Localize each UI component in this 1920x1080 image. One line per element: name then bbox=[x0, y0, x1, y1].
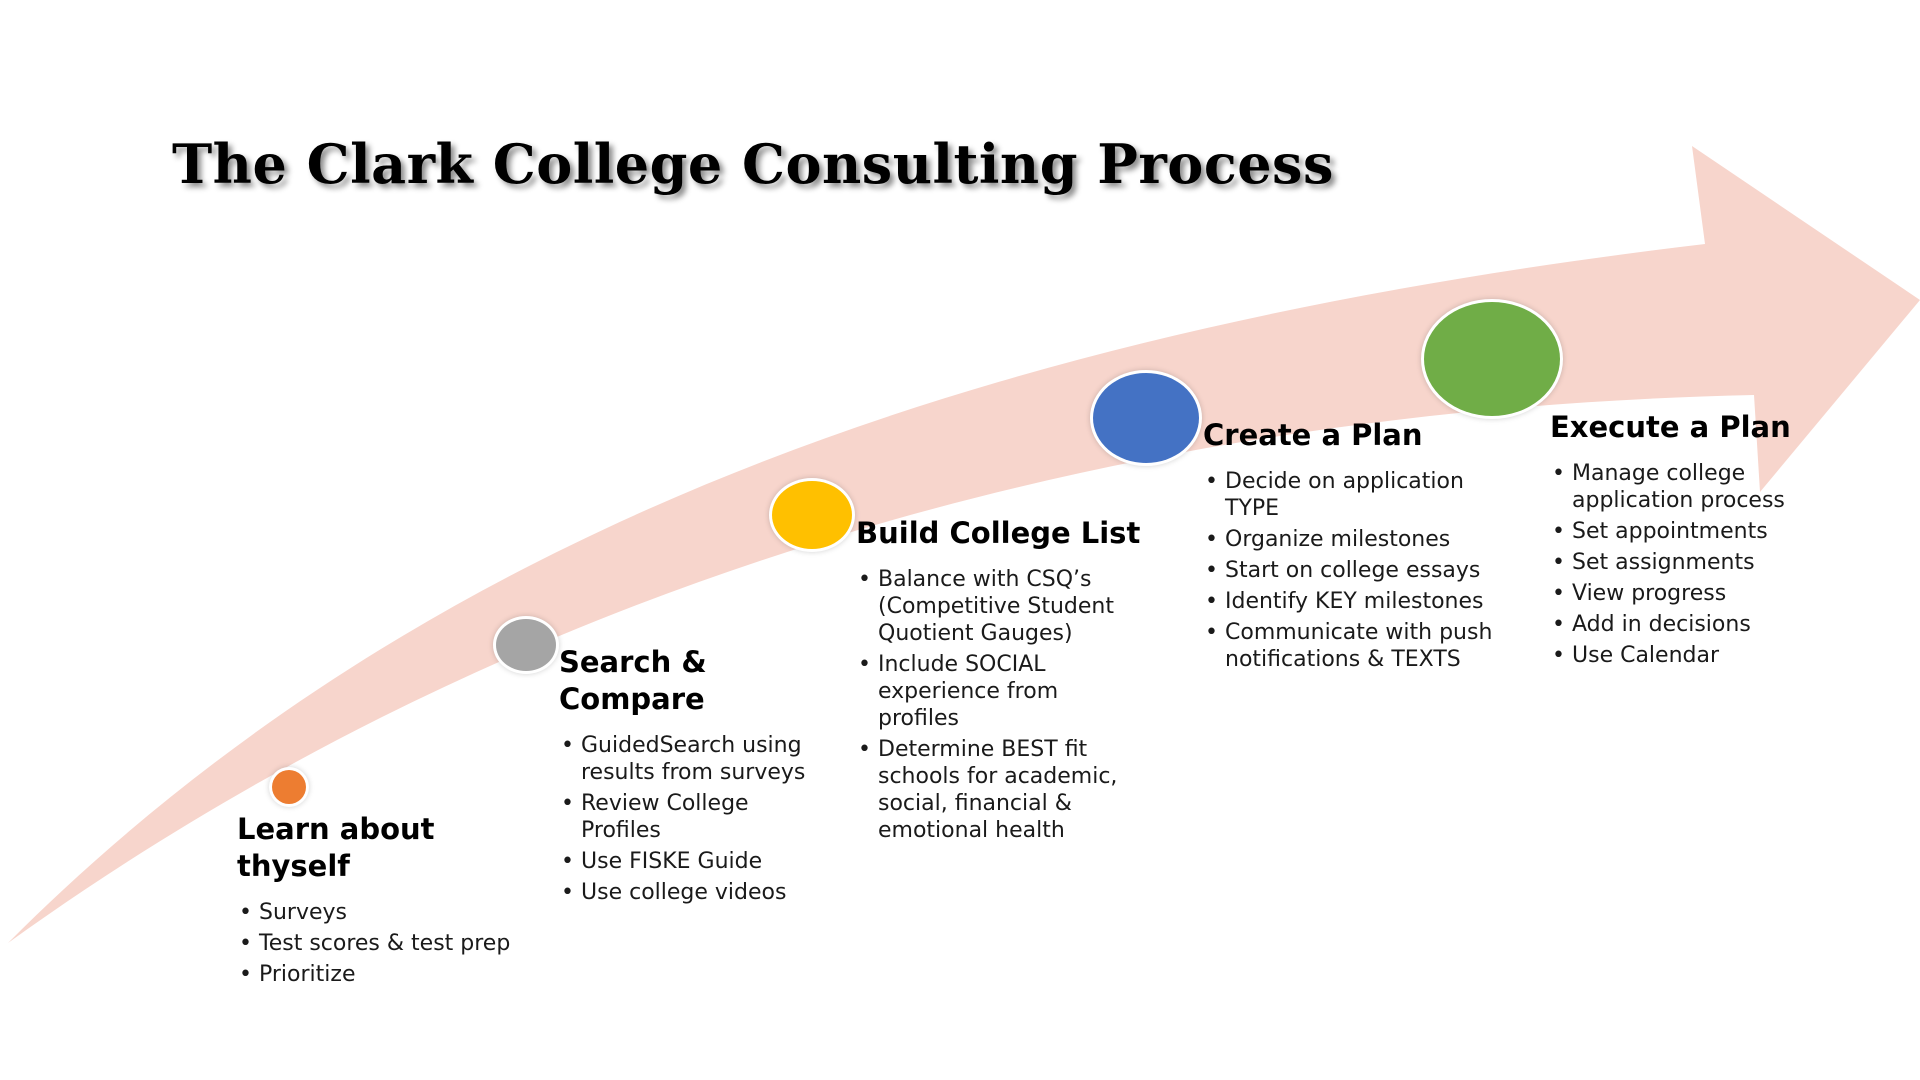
list-item: Balance with CSQ’s (Competitive Student … bbox=[856, 566, 1146, 647]
step-search: Search & Compare GuidedSearch using resu… bbox=[559, 644, 809, 910]
list-item: Communicate with push notifications & TE… bbox=[1203, 619, 1493, 673]
step-create: Create a Plan Decide on application TYPE… bbox=[1203, 417, 1493, 677]
list-item: Test scores & test prep bbox=[237, 930, 537, 957]
list-item: Add in decisions bbox=[1550, 611, 1840, 638]
orange-circle-icon bbox=[272, 770, 306, 804]
list-item: GuidedSearch using results from surveys bbox=[559, 732, 809, 786]
step-bullets: Surveys Test scores & test prep Prioriti… bbox=[237, 899, 537, 988]
list-item: View progress bbox=[1550, 580, 1840, 607]
list-item: Organize milestones bbox=[1203, 526, 1493, 553]
list-item: Set assignments bbox=[1550, 549, 1840, 576]
list-item: Use Calendar bbox=[1550, 642, 1840, 669]
list-item: Determine BEST fit schools for academic,… bbox=[856, 736, 1146, 844]
page-title: The Clark College Consulting Process bbox=[172, 132, 1334, 196]
list-item: Start on college essays bbox=[1203, 557, 1493, 584]
list-item: Identify KEY milestones bbox=[1203, 588, 1493, 615]
list-item: Use college videos bbox=[559, 879, 809, 906]
gray-circle-icon bbox=[496, 619, 556, 671]
list-item: Prioritize bbox=[237, 961, 537, 988]
list-item: Decide on application TYPE bbox=[1203, 468, 1493, 522]
list-item: Include SOCIAL experience from profiles bbox=[856, 651, 1146, 732]
green-circle-icon bbox=[1424, 302, 1560, 416]
list-item: Review College Profiles bbox=[559, 790, 809, 844]
blue-circle-icon bbox=[1093, 373, 1199, 463]
list-item: Use FISKE Guide bbox=[559, 848, 809, 875]
step-learn: Learn about thyself Surveys Test scores … bbox=[237, 811, 537, 992]
step-bullets: Balance with CSQ’s (Competitive Student … bbox=[856, 566, 1146, 844]
step-bullets: GuidedSearch using results from surveys … bbox=[559, 732, 809, 906]
step-bullets: Decide on application TYPE Organize mile… bbox=[1203, 468, 1493, 673]
step-build: Build College List Balance with CSQ’s (C… bbox=[856, 515, 1146, 848]
step-title: Execute a Plan bbox=[1550, 410, 1791, 444]
yellow-circle-icon bbox=[772, 481, 852, 549]
step-title: Search & Compare bbox=[559, 645, 707, 716]
list-item: Set appointments bbox=[1550, 518, 1840, 545]
step-bullets: Manage college application process Set a… bbox=[1550, 460, 1840, 669]
step-title: Learn about thyself bbox=[237, 812, 435, 883]
step-title: Create a Plan bbox=[1203, 418, 1423, 452]
list-item: Manage college application process bbox=[1550, 460, 1840, 514]
step-execute: Execute a Plan Manage college applicatio… bbox=[1550, 409, 1840, 673]
step-title: Build College List bbox=[856, 516, 1141, 550]
list-item: Surveys bbox=[237, 899, 537, 926]
